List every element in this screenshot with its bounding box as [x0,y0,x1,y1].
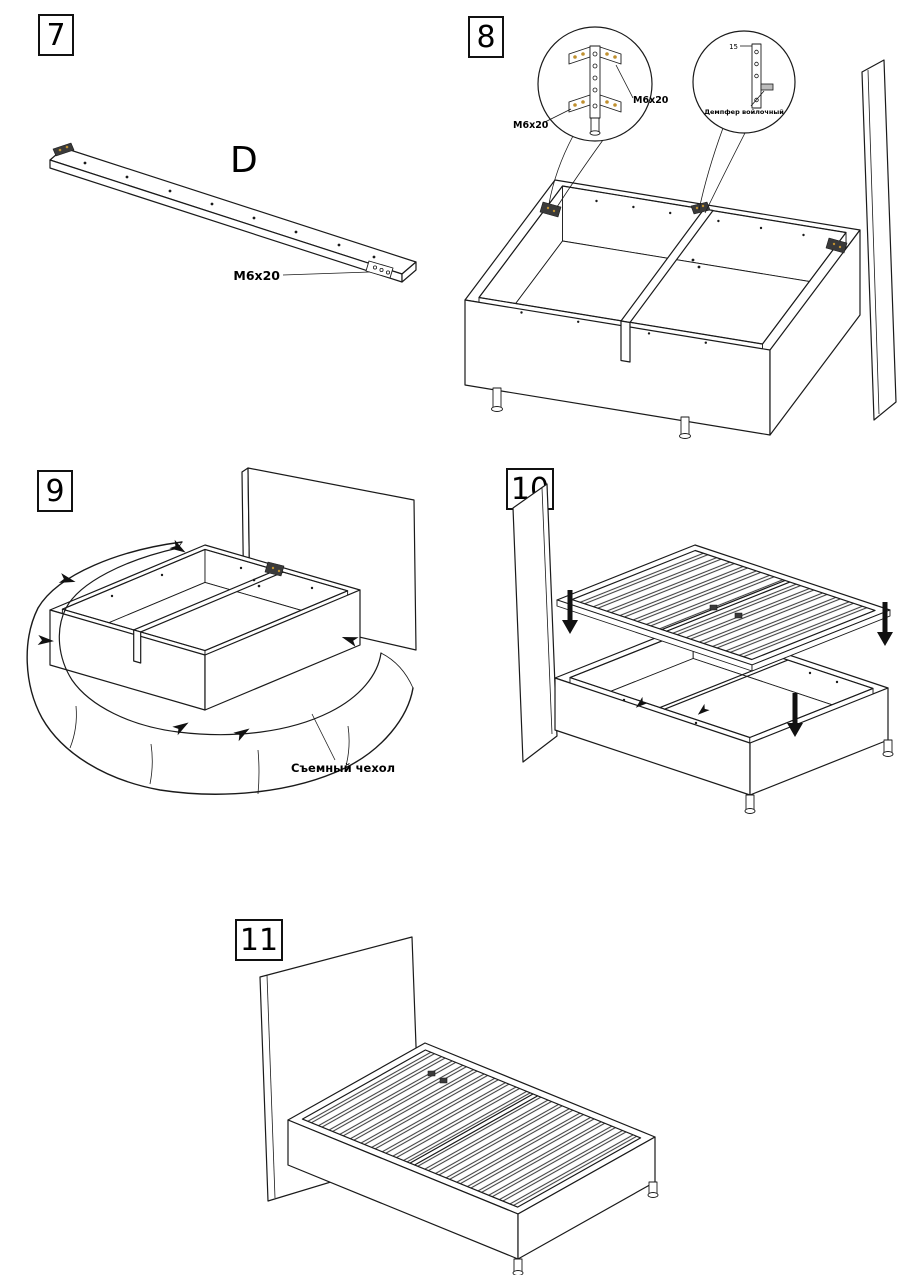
m6x20-label: M6x20 [233,268,280,283]
plank-d-drawing: D M6x20 [49,140,417,283]
step-11-panel [230,915,670,1279]
bed-leg [491,387,503,412]
wall-holes [520,199,805,344]
dimension-15-label: 15 [729,43,738,51]
bed-leg [744,794,756,814]
step-10-panel [495,450,900,834]
callout-bracket-detail: M6x20 M6x20 [513,26,669,142]
callout-tails [548,127,747,214]
bed-frame-drawing: M6x20 M6x20 15 Демпфер войлочный [464,26,897,439]
plank-left-bracket [52,142,75,157]
corner-bracket-left [539,201,562,218]
bed-leg [512,1258,524,1276]
step-9-number-box: 9 [37,470,73,512]
callout-damper-detail: 15 Демпфер войлочный [692,30,796,134]
latch-hardware [709,604,718,611]
headboard-panel [512,483,558,763]
cover-label: Съемный чехол [291,761,395,775]
latch-hardware [734,612,743,619]
step-7-panel: D M6x20 [20,10,450,324]
divider-bracket [690,201,711,269]
wall-holes [110,566,314,598]
cover-drawing: Съемный чехол [26,467,417,795]
m6x20-label-right: M6x20 [633,95,669,106]
latch-hardware [427,1070,436,1077]
divider-bracket [252,561,285,588]
step-9-panel: Съемный чехол [10,450,450,814]
bed-frame [287,1042,659,1276]
assembled-bed-drawing [259,936,659,1276]
step-7-number-box: 7 [38,14,74,56]
slat-base-drawing [512,483,894,814]
latch-hardware [439,1077,448,1084]
step-11-number-box: 11 [235,919,283,961]
step-8-number-box: 8 [468,16,504,58]
plank-holes [83,161,376,259]
step-8-panel: M6x20 M6x20 15 Демпфер войлочный [455,10,900,444]
storage-box [464,179,861,439]
m6x20-label-left: M6x20 [513,120,549,131]
plank-board [49,142,417,283]
slatted-base [556,544,891,672]
cover-leader-line [311,713,336,761]
headboard-panel [861,59,897,421]
storage-box [49,544,361,711]
removable-cover [26,541,414,795]
damper-label: Демпфер войлочный [704,108,784,116]
felt-damper [760,83,774,91]
plank-right-bracket [365,260,394,279]
bed-leg [882,739,894,757]
bed-leg [647,1181,659,1198]
bed-leg [679,416,691,439]
corner-bracket-right [825,237,848,254]
storage-box [554,622,894,814]
part-d-label: D [230,140,258,181]
m6x20-leader-line [282,271,371,276]
